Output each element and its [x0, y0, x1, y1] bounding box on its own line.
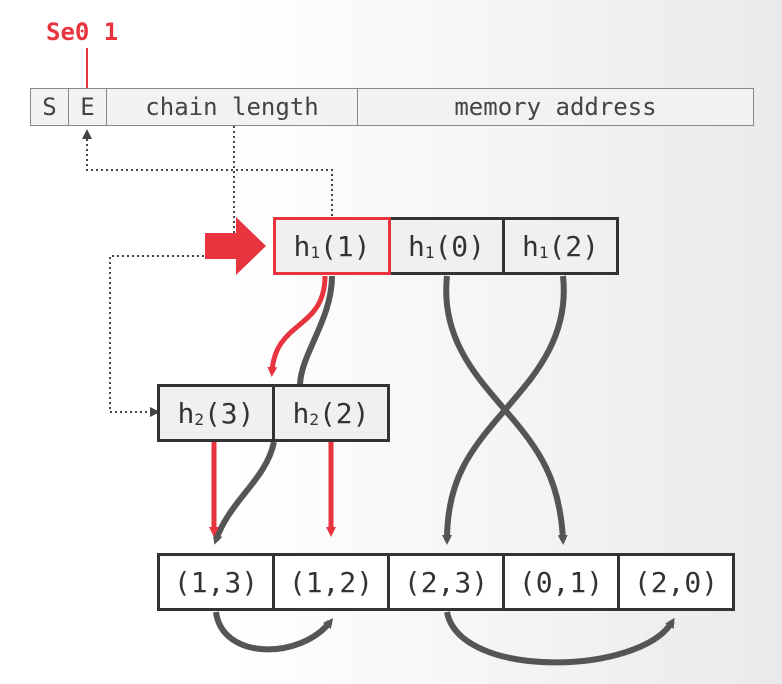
- dotted-link-to-e: [82, 129, 333, 216]
- field-memory-address: memory address: [454, 93, 657, 121]
- curve-h2-to-1-3: [212, 441, 277, 545]
- curve-1-3-to-1-2: [213, 611, 334, 653]
- entry-2-3: (2,3): [387, 553, 505, 611]
- entries-row: (1,3) (1,2) (2,3) (0,1) (2,0): [157, 553, 735, 611]
- se-annotation: Se0 1: [46, 18, 119, 46]
- curve-h1-2-cross: [442, 275, 567, 545]
- dotted-link-to-h2: [109, 126, 235, 417]
- curve-h1-1-to-h2: [297, 275, 335, 387]
- field-chain-length: chain length: [107, 89, 358, 125]
- entry-0-1: (0,1): [502, 553, 620, 611]
- entry-2-0: (2,0): [617, 553, 735, 611]
- entry-1-3: (1,3): [157, 553, 275, 611]
- field-e: E: [69, 89, 107, 125]
- field-s: S: [31, 89, 69, 125]
- entry-1-2: (1,2): [272, 553, 390, 611]
- hash-entry-header: S E chain length memory address: [30, 88, 754, 126]
- curve-2-3-to-2-0: [444, 611, 675, 666]
- entry-arrow: [205, 217, 266, 275]
- red-curve-h1-to-h2: [267, 275, 328, 377]
